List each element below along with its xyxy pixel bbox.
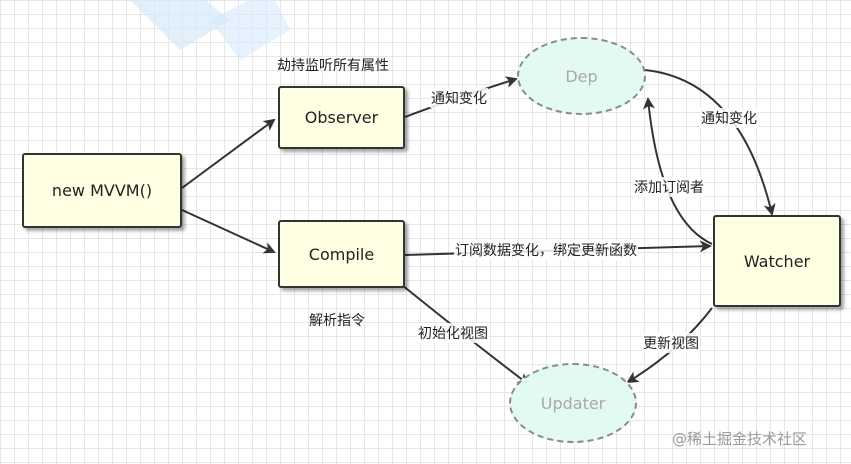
node-updater: Updater xyxy=(509,363,637,443)
label-update-view: 更新视图 xyxy=(642,333,700,353)
edge-mvvm-observer xyxy=(181,118,276,189)
label-notify-left: 通知变化 xyxy=(430,88,488,108)
label-notify-right: 通知变化 xyxy=(700,108,758,128)
node-new-mvvm: new MVVM() xyxy=(22,153,182,228)
label-hijack: 劫持监听所有属性 xyxy=(277,58,389,74)
label-subscribe: 订阅数据变化，绑定更新函数 xyxy=(454,240,638,260)
label-init-view: 初始化视图 xyxy=(417,323,489,343)
node-watcher: Watcher xyxy=(713,215,841,307)
logo-watermark-icon xyxy=(130,0,290,60)
label-parse: 解析指令 xyxy=(309,313,365,329)
label-add-subscriber: 添加订阅者 xyxy=(633,177,705,197)
edge-mvvm-compile xyxy=(181,209,276,254)
node-dep: Dep xyxy=(517,37,646,115)
node-observer: Observer xyxy=(278,86,405,149)
watermark-text: @稀土掘金技术社区 xyxy=(672,430,808,448)
node-compile: Compile xyxy=(278,220,405,288)
